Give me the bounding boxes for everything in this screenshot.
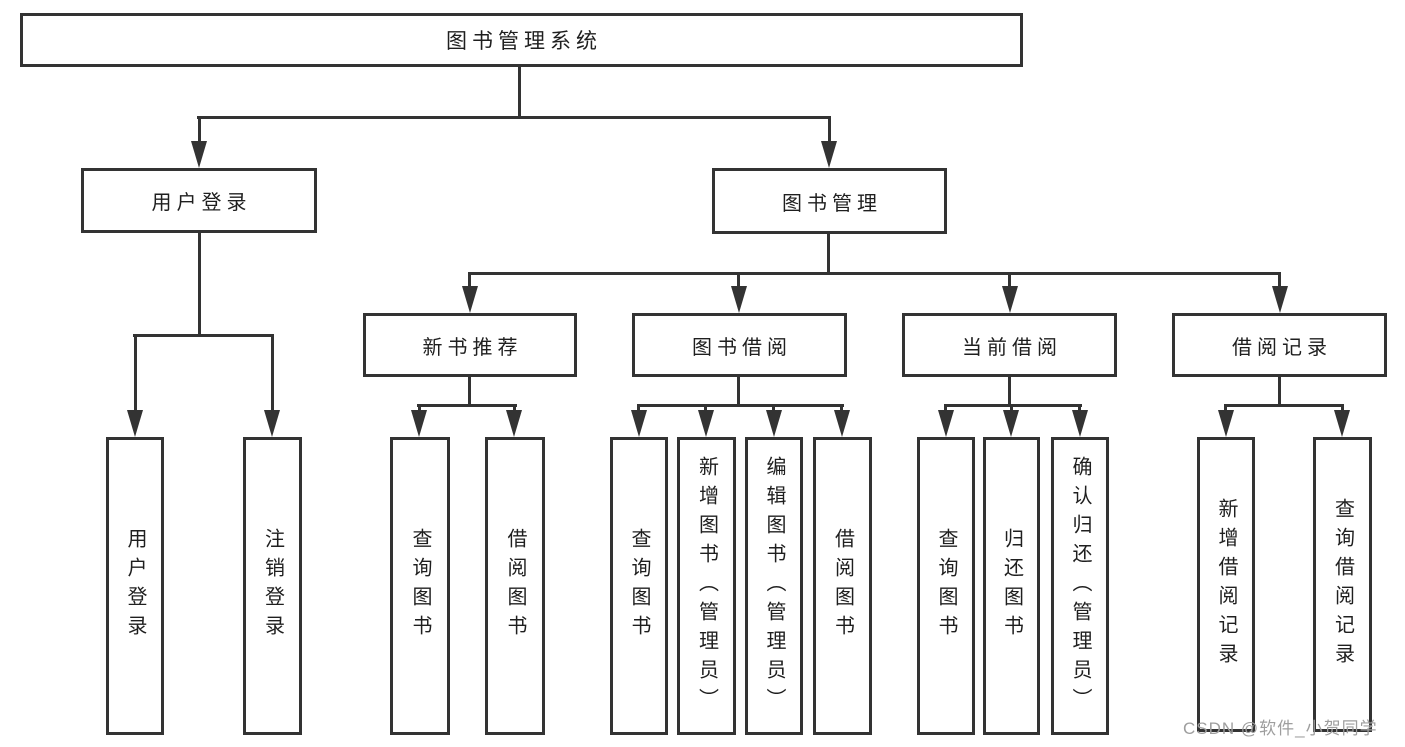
connector-level3-horizontal: [468, 272, 1281, 275]
arrowhead-new-book: [462, 286, 478, 313]
connector-stem-book-management: [828, 118, 831, 144]
node-borrowing-records-label: 借阅记录: [1232, 336, 1332, 359]
node-book-management-label: 图书管理: [782, 192, 882, 215]
arrowhead-br1: [1218, 410, 1234, 437]
connector-book-borrow-horizontal: [637, 404, 844, 407]
connector-stem-current-borrow: [1008, 274, 1011, 288]
connector-stem-login-leaf: [134, 336, 137, 412]
leaf-query-books-borrow-label: 查询图书: [628, 528, 650, 644]
leaf-query-books-newbook: 查询图书: [390, 437, 450, 735]
arrowhead-cb2: [1003, 410, 1019, 437]
leaf-edit-books-admin: 编辑图书（管理员）: [745, 437, 803, 735]
arrowhead-bb1: [631, 410, 647, 437]
leaf-confirm-return-admin-label: 确认归还（管理员）: [1069, 455, 1091, 717]
arrowhead-nb2: [506, 410, 522, 437]
arrowhead-user-login: [191, 141, 207, 168]
connector-stem-new-book: [468, 274, 471, 288]
connector-level2-horizontal: [197, 116, 831, 119]
connector-user-login-horizontal: [133, 334, 274, 337]
connector-current-borrow-down: [1008, 377, 1011, 407]
connector-stem-nb1: [418, 406, 421, 413]
connector-book-borrow-down: [737, 377, 740, 407]
node-borrowing-records: 借阅记录: [1172, 313, 1387, 377]
connector-stem-bb3: [772, 406, 775, 413]
arrowhead-bb3: [766, 410, 782, 437]
connector-stem-bb4: [840, 406, 843, 413]
node-user-login: 用户登录: [81, 168, 317, 233]
connector-stem-nb2: [513, 406, 516, 413]
leaf-borrow-books-label: 借阅图书: [831, 528, 854, 644]
leaf-edit-books-admin-label: 编辑图书（管理员）: [763, 455, 785, 717]
connector-stem-bb1: [637, 406, 640, 413]
arrowhead-logout-leaf: [264, 410, 280, 437]
arrowhead-borrow-record: [1272, 286, 1288, 313]
arrowhead-bb4: [834, 410, 850, 437]
connector-stem-logout-leaf: [271, 336, 274, 412]
connector-stem-bb2: [704, 406, 707, 413]
node-new-book-recommend-label: 新书推荐: [422, 336, 523, 359]
connector-stem-cb3: [1078, 406, 1081, 413]
leaf-logout-label: 注销登录: [261, 528, 284, 644]
leaf-return-books-label: 归还图书: [1000, 528, 1023, 644]
node-user-login-label: 用户登录: [151, 192, 252, 214]
leaf-add-books-admin-label: 新增图书（管理员）: [695, 455, 718, 717]
leaf-query-borrow-record: 查询借阅记录: [1313, 437, 1372, 732]
leaf-query-books-borrow: 查询图书: [610, 437, 668, 735]
arrowhead-bb2: [698, 410, 714, 437]
node-new-book-recommend: 新书推荐: [363, 313, 577, 377]
leaf-query-books-newbook-label: 查询图书: [409, 528, 431, 644]
connector-borrow-record-down: [1278, 377, 1281, 407]
node-current-borrowing-label: 当前借阅: [962, 336, 1062, 359]
connector-current-borrow-horizontal: [944, 404, 1082, 407]
leaf-query-borrow-record-label: 查询借阅记录: [1331, 497, 1354, 672]
leaf-borrow-books-newbook-label: 借阅图书: [504, 528, 526, 644]
arrowhead-cb1: [938, 410, 954, 437]
arrowhead-br2: [1334, 410, 1350, 437]
leaf-add-books-admin: 新增图书（管理员）: [677, 437, 736, 735]
leaf-add-borrow-record: 新增借阅记录: [1197, 437, 1255, 732]
connector-borrow-record-horizontal: [1224, 404, 1344, 407]
connector-user-login-down: [198, 233, 201, 337]
node-library-system: 图书管理系统: [20, 13, 1023, 67]
leaf-confirm-return-admin: 确认归还（管理员）: [1051, 437, 1109, 735]
node-book-borrowing: 图书借阅: [632, 313, 847, 377]
connector-new-book-down: [468, 377, 471, 407]
arrowhead-cb3: [1072, 410, 1088, 437]
connector-stem-user-login: [198, 118, 201, 144]
arrowhead-login-leaf: [127, 410, 143, 437]
leaf-logout: 注销登录: [243, 437, 302, 735]
connector-stem-cb1: [944, 406, 947, 413]
node-current-borrowing: 当前借阅: [902, 313, 1117, 377]
leaf-borrow-books: 借阅图书: [813, 437, 872, 735]
arrowhead-book-management: [821, 141, 837, 168]
connector-stem-br2: [1341, 406, 1344, 413]
connector-new-book-horizontal: [417, 404, 517, 407]
node-book-management: 图书管理: [712, 168, 947, 234]
connector-book-management-down: [827, 234, 830, 274]
arrowhead-book-borrow: [731, 286, 747, 313]
leaf-user-login-label: 用户登录: [124, 528, 146, 644]
connector-stem-cb2: [1010, 406, 1013, 413]
connector-root-down: [518, 65, 521, 118]
arrowhead-current-borrow: [1002, 286, 1018, 313]
leaf-user-login: 用户登录: [106, 437, 164, 735]
leaf-query-books-current: 查询图书: [917, 437, 975, 735]
leaf-query-books-current-label: 查询图书: [935, 528, 957, 644]
leaf-borrow-books-newbook: 借阅图书: [485, 437, 545, 735]
node-library-system-label: 图书管理系统: [446, 30, 602, 53]
csdn-watermark: CSDN @软件_小贺同学: [1183, 719, 1378, 738]
connector-stem-borrow-record: [1278, 274, 1281, 288]
connector-stem-book-borrow: [737, 274, 740, 288]
leaf-add-borrow-record-label: 新增借阅记录: [1215, 497, 1237, 672]
arrowhead-nb1: [411, 410, 427, 437]
connector-stem-br1: [1224, 406, 1227, 413]
node-book-borrowing-label: 图书借阅: [692, 336, 792, 359]
leaf-return-books: 归还图书: [983, 437, 1040, 735]
